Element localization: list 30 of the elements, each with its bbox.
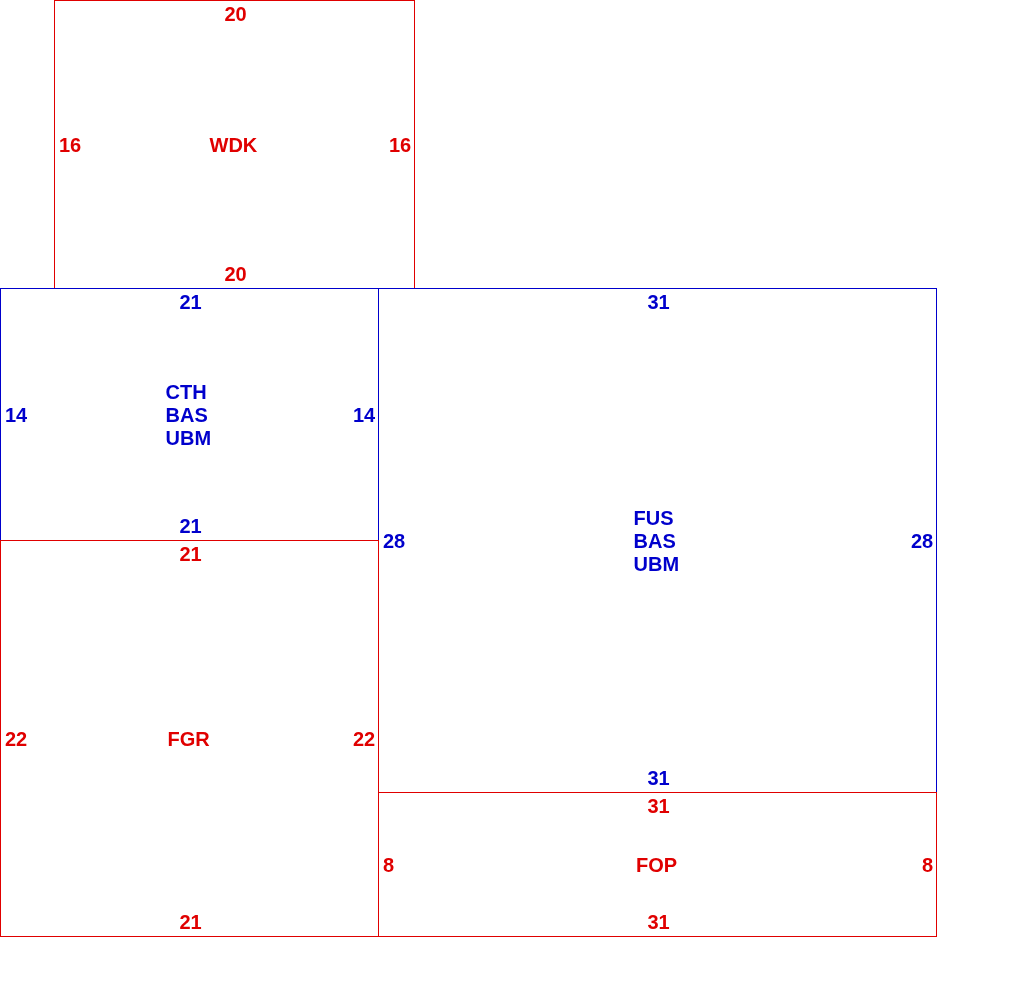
dimension-label: 31 (647, 767, 670, 790)
room-name: FUS BAS UBM (633, 507, 680, 576)
room-name: CTH BAS UBM (165, 381, 212, 450)
dimension-label: 28 (383, 530, 406, 553)
dimension-label: 20 (224, 3, 247, 26)
dimension-label: 20 (224, 263, 247, 286)
dimension-label: 8 (922, 854, 934, 877)
dimension-label: 16 (59, 134, 82, 157)
dimension-label: 21 (179, 291, 202, 314)
dimension-label: 31 (647, 291, 670, 314)
room-name: WDK (209, 134, 258, 157)
room-outline (0, 540, 379, 937)
dimension-label: 14 (5, 404, 28, 427)
room-outline (54, 0, 415, 289)
dimension-label: 21 (179, 515, 202, 538)
dimension-label: 22 (5, 728, 28, 751)
room-name: FOP (636, 854, 678, 877)
room-outline (378, 792, 937, 937)
dimension-label: 28 (911, 530, 934, 553)
room-name: FGR (167, 728, 210, 751)
room-outline (378, 288, 937, 793)
dimension-label: 22 (353, 728, 376, 751)
dimension-label: 14 (353, 404, 376, 427)
dimension-label: 8 (383, 854, 395, 877)
room-outline (0, 288, 379, 541)
dimension-label: 31 (647, 795, 670, 818)
dimension-label: 21 (179, 911, 202, 934)
dimension-label: 21 (179, 543, 202, 566)
dimension-label: 16 (389, 134, 412, 157)
dimension-label: 31 (647, 911, 670, 934)
